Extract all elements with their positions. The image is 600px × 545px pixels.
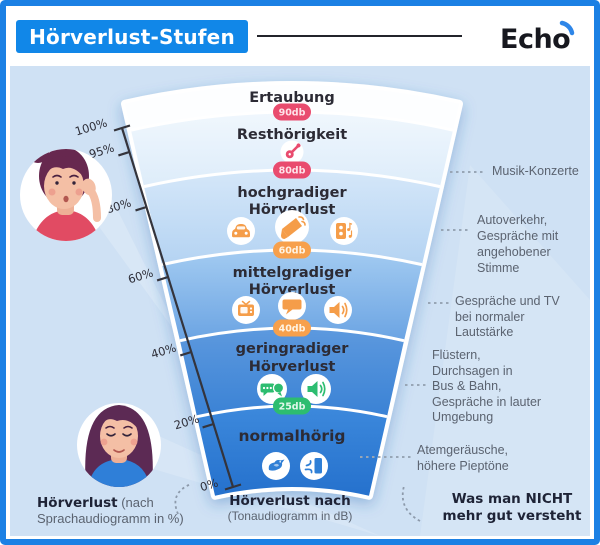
left-axis-caption-bold: Hörverlust xyxy=(37,495,118,511)
label-mittelgradig-1: mittelgradiger xyxy=(233,265,353,281)
pill-40db-label: 40db xyxy=(279,324,306,335)
avatar-listening-woman xyxy=(20,149,112,241)
left-axis-caption-line1: Hörverlust (nach xyxy=(37,495,184,511)
left-axis-caption-rest: (nach xyxy=(117,495,154,510)
annotation-line: Gespräche mit xyxy=(477,229,559,243)
annotation-gespraeche-tv: Gespräche und TV bei normaler Lautstärke xyxy=(455,294,560,341)
light-ray xyxy=(420,165,590,536)
right-footer-line1: Was man NICHT xyxy=(451,491,573,507)
annotation-line: Lautstärke xyxy=(455,325,514,339)
light-ray xyxy=(100,175,185,345)
page-title: Hörverlust-Stufen xyxy=(16,20,248,53)
annotation-autoverkehr: Autoverkehr, Gespräche mit angehobener S… xyxy=(477,212,558,276)
annotation-line: Flüstern, xyxy=(432,348,481,362)
db-pills: 90db 80db 60db 40db 25db xyxy=(273,103,311,415)
echo-logo-svg: Echo xyxy=(500,20,575,55)
label-hochgradig-1: hochgradiger xyxy=(237,185,347,201)
left-axis-caption: Hörverlust (nach Sprachaudiogramm in %) xyxy=(37,495,184,527)
pill-90db: 90db xyxy=(273,103,311,121)
percent-axis: 100% 95% 80% 60% 40% 20% 0% xyxy=(73,115,242,494)
car-icon xyxy=(227,217,255,245)
breath-icon xyxy=(300,452,328,480)
label-geringgradig-2: Hörverlust xyxy=(249,359,336,375)
axis-tick-labels: 100% 95% 80% 60% 40% 20% 0% xyxy=(73,115,220,494)
pill-80db-label: 80db xyxy=(279,166,306,177)
header-divider xyxy=(257,35,462,37)
annotation-line: angehobener xyxy=(477,245,551,259)
echo-logo-text: Echo xyxy=(500,24,570,55)
annotation-line: bei normaler xyxy=(455,309,525,324)
label-resthoerigkeit: Resthörigkeit xyxy=(237,127,347,143)
avatar-calm-woman xyxy=(77,403,161,487)
tick-40: 40% xyxy=(149,340,178,361)
echo-logo: Echo xyxy=(498,12,588,61)
annotation-line: Gespräche in lauter xyxy=(432,394,542,409)
tick-100: 100% xyxy=(73,115,109,138)
bottom-axis-caption-bold: Hörverlust nach xyxy=(229,493,351,509)
pill-60db-label: 60db xyxy=(279,246,306,257)
bottom-axis-caption: Hörverlust nach (Tonaudiogramm in dB) xyxy=(205,493,375,524)
pill-90db-label: 90db xyxy=(279,108,306,119)
axis-ticks xyxy=(118,150,214,429)
curly-arrows xyxy=(174,483,421,522)
bird-icon xyxy=(262,452,290,480)
label-geringgradig-1: geringradiger xyxy=(236,341,350,357)
pill-25db: 25db xyxy=(273,397,311,415)
left-axis-caption-line2: Sprachaudiogramm in %) xyxy=(37,511,184,526)
page-title-label: Hörverlust-Stufen xyxy=(29,24,235,49)
right-footer-caption: Was man NICHT mehr gut versteht xyxy=(437,491,587,524)
label-hochgradig-2: Hörverlust xyxy=(249,202,336,218)
annotation-line: Autoverkehr, xyxy=(477,213,548,227)
annotation-line: höhere Pieptöne xyxy=(417,458,509,473)
tv-icon xyxy=(232,296,260,324)
pill-60db: 60db xyxy=(273,241,311,259)
label-ertaubung: Ertaubung xyxy=(249,90,335,106)
label-mittelgradig-2: Hörverlust xyxy=(249,282,336,298)
annotation-line: Stimme xyxy=(477,261,520,275)
annotation-line: Musik-Konzerte xyxy=(492,164,579,178)
annotation-line: Durchsagen in xyxy=(432,363,513,378)
annotation-connectors xyxy=(360,171,486,458)
megaphone-icon xyxy=(275,210,309,244)
pill-80db: 80db xyxy=(273,161,311,179)
annotation-fluestern: Flüstern, Durchsagen in Bus & Bahn, Gesp… xyxy=(432,348,541,426)
speech-bubble-icon xyxy=(278,292,306,320)
tick-0: 0% xyxy=(198,475,220,494)
music-box-icon xyxy=(330,217,358,245)
annotation-atemgeraeusche: Atemgeräusche, höhere Pieptöne xyxy=(417,443,509,474)
label-normalhoerig: normalhörig xyxy=(239,427,346,445)
echo-wave-icon xyxy=(559,20,575,36)
annotation-line: Bus & Bahn, xyxy=(432,379,502,393)
chat-bubbles-icon xyxy=(257,374,287,404)
speaker-icon xyxy=(324,296,352,324)
speaker-icon xyxy=(301,374,331,404)
pill-40db: 40db xyxy=(273,319,311,337)
bottom-axis-caption-sub: (Tonaudiogramm in dB) xyxy=(227,509,353,523)
annotation-line: Atemgeräusche, xyxy=(417,443,509,457)
band-labels: Ertaubung Resthörigkeit hochgradiger Hör… xyxy=(233,90,353,445)
band-geringgradig xyxy=(180,328,404,417)
funnel-icons xyxy=(227,140,358,480)
pill-25db-label: 25db xyxy=(279,402,306,413)
band-normalhoerig xyxy=(197,406,387,496)
electric-guitar-icon xyxy=(280,140,304,164)
annotation-line: Gespräche und TV xyxy=(455,294,560,308)
annotation-line: Umgebung xyxy=(432,410,494,424)
right-footer-line2: mehr gut versteht xyxy=(442,507,582,524)
annotation-musik-konzerte: Musik-Konzerte xyxy=(492,164,579,180)
